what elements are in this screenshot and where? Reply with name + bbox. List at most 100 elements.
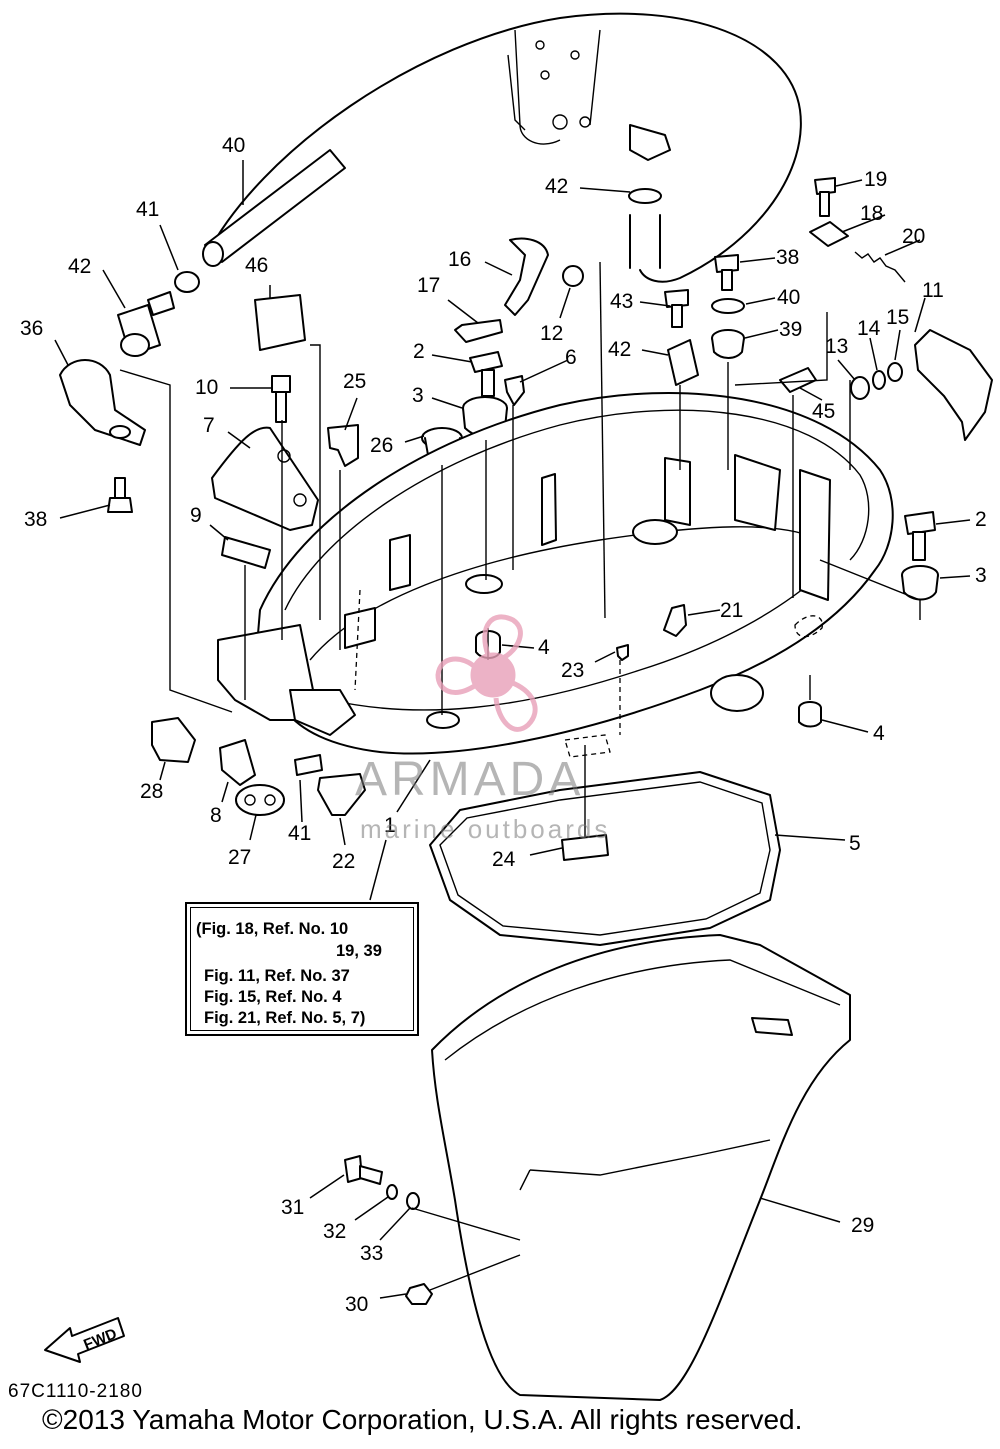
leader-lines xyxy=(54,160,971,1299)
callout-36: 40 xyxy=(777,286,800,309)
reference-line-3: Fig. 11, Ref. No. 37 xyxy=(204,967,350,985)
hose-42 xyxy=(202,149,346,267)
callout-24: 24 xyxy=(492,848,516,871)
callout-10: 10 xyxy=(195,376,218,399)
callout-34: 38 xyxy=(776,246,799,269)
bolt-41 xyxy=(107,477,133,513)
grommet-35 xyxy=(711,329,745,359)
washer-33 xyxy=(406,1192,420,1210)
grommet-3-right xyxy=(901,565,939,601)
callout-43-right: 42 xyxy=(545,175,568,198)
callout-17: 17 xyxy=(417,274,440,297)
forward-arrow-icon: FWD xyxy=(44,1317,125,1363)
callout-3-upper: 3 xyxy=(412,384,424,407)
callout-20: 20 xyxy=(902,225,925,248)
callout-4-outer: 4 xyxy=(873,722,885,745)
hose-clamp-43-right xyxy=(628,188,662,269)
callout-40: 36 xyxy=(20,317,43,340)
callout-25: 25 xyxy=(343,370,366,393)
washer-15 xyxy=(887,362,903,382)
lever-16 xyxy=(504,237,549,316)
screw-21 xyxy=(663,604,687,637)
watermark-logo xyxy=(435,614,538,732)
bolt-19 xyxy=(814,177,836,217)
callout-26: 26 xyxy=(370,434,393,457)
callout-44: 42 xyxy=(68,255,91,278)
callout-14: 14 xyxy=(857,317,881,340)
callout-46: 46 xyxy=(245,254,268,277)
callout-7: 7 xyxy=(203,414,215,437)
watermark-brand: ARMADA xyxy=(355,753,585,806)
seal-5 xyxy=(429,771,781,946)
bolt-10 xyxy=(271,375,291,423)
bolt-17 xyxy=(454,319,503,343)
grommet-28 xyxy=(151,717,196,763)
washer-14 xyxy=(872,370,886,390)
callout-5: 5 xyxy=(849,832,861,855)
callout-28: 28 xyxy=(140,780,163,803)
callout-8: 8 xyxy=(210,804,222,827)
top-cowling-outline xyxy=(204,12,802,283)
plate-9 xyxy=(221,536,271,569)
watermark-tagline: marine outboards xyxy=(360,814,611,844)
lever-11 xyxy=(914,329,993,441)
copyright-notice: ©2013 Yamaha Motor Corporation, U.S.A. A… xyxy=(42,1404,803,1435)
callout-4-inner: 4 xyxy=(538,636,550,659)
damper-24 xyxy=(561,834,609,861)
label-45 xyxy=(779,367,817,393)
callout-42: 40 xyxy=(222,134,245,157)
reference-line-5: Fig. 21, Ref. No. 5, 7) xyxy=(204,1009,366,1027)
hose-holder-40 xyxy=(59,359,146,446)
grommet-38 xyxy=(667,339,699,386)
bolt-2-right xyxy=(904,511,936,561)
bolt-2-upper xyxy=(469,351,503,397)
nut-30 xyxy=(405,1283,433,1305)
screw-31 xyxy=(344,1155,383,1185)
callout-15: 15 xyxy=(886,306,909,329)
document-code: 67C1110-2180 xyxy=(8,1381,143,1402)
callout-37: 41 xyxy=(288,822,311,845)
bracket-7 xyxy=(211,426,319,531)
collar-4-outer xyxy=(798,701,822,728)
callout-31: 31 xyxy=(281,1196,304,1219)
rivet-23 xyxy=(616,644,629,661)
callout-1: 1 xyxy=(384,814,396,837)
cover-8 xyxy=(219,739,256,786)
collar-6 xyxy=(504,375,525,406)
reference-line-1: (Fig. 18, Ref. No. 10 xyxy=(196,920,349,938)
callout-2-upper: 2 xyxy=(413,340,425,363)
reference-box: (Fig. 18, Ref. No. 10 19, 39 Fig. 11, Re… xyxy=(185,902,419,1036)
callout-32: 32 xyxy=(323,1220,346,1243)
plate-18 xyxy=(809,221,849,247)
callout-33: 33 xyxy=(360,1242,383,1265)
callout-43-left: 41 xyxy=(136,198,159,221)
callout-35: 39 xyxy=(779,318,802,341)
washer-36 xyxy=(711,298,745,314)
grommet-22 xyxy=(317,773,366,816)
callout-2-right: 2 xyxy=(975,508,987,531)
callout-6: 6 xyxy=(565,346,577,369)
callout-18: 18 xyxy=(860,202,883,225)
clip-25 xyxy=(327,424,359,467)
callout-29: 29 xyxy=(851,1214,874,1237)
callout-9: 9 xyxy=(190,504,202,527)
reference-line-2: 19, 39 xyxy=(336,942,382,960)
callout-12: 12 xyxy=(540,322,563,345)
bolt-39 xyxy=(664,289,689,328)
label-37 xyxy=(294,754,323,776)
spring-20 xyxy=(854,251,906,283)
washer-32 xyxy=(386,1184,398,1200)
callout-41: 38 xyxy=(24,508,47,531)
callout-30: 30 xyxy=(345,1293,368,1316)
callout-27: 27 xyxy=(228,846,251,869)
bolt-34 xyxy=(714,254,739,291)
callout-21: 21 xyxy=(720,599,743,622)
bottom-cowling-1 xyxy=(217,392,894,758)
callout-45: 45 xyxy=(812,400,835,423)
callout-13: 13 xyxy=(825,335,848,358)
callout-22: 22 xyxy=(332,850,355,873)
label-46 xyxy=(254,294,306,351)
clip-12 xyxy=(562,265,584,287)
callout-19: 19 xyxy=(864,168,887,191)
